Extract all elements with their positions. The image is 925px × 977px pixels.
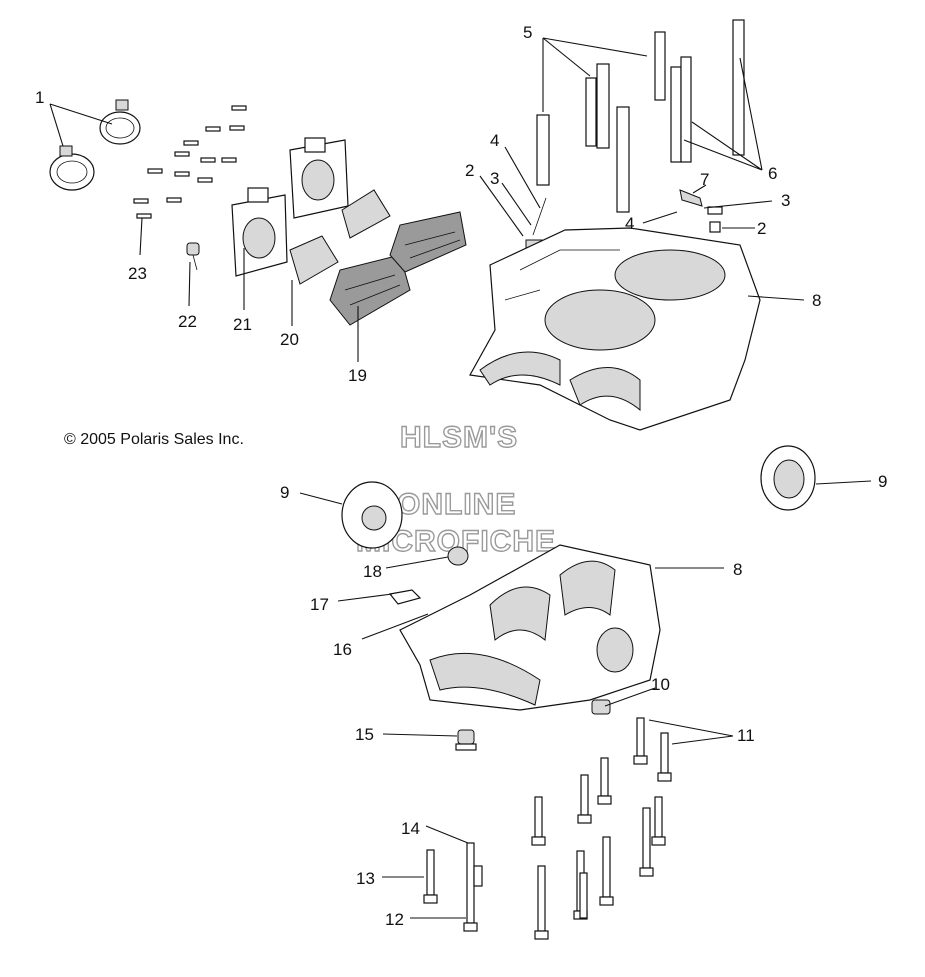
part-8-upper-crankcase (469, 227, 761, 431)
callout-3a: 3 (490, 169, 499, 188)
callout-23: 23 (128, 264, 147, 283)
part-23-bolts (133, 105, 247, 219)
part-19-reed-valves (329, 211, 467, 326)
callout-4a: 4 (490, 131, 499, 150)
watermark-line-2: ONLINE (397, 488, 516, 521)
part-22-fitting (186, 242, 200, 271)
callout-3b: 3 (781, 191, 790, 210)
part-20-boots (289, 189, 391, 285)
part-15-plug (455, 729, 477, 751)
callout-9a: 9 (280, 483, 289, 502)
part-5-6-pins (536, 19, 745, 213)
part-10-plug (591, 699, 611, 715)
part-21-intake-adapters (231, 137, 349, 277)
callout-17: 17 (310, 595, 329, 614)
callout-12: 12 (385, 910, 404, 929)
copyright-text: © 2005 Polaris Sales Inc. (64, 431, 244, 448)
part-8-lower-crankcase (399, 544, 661, 711)
callout-numbers: 1 23 22 21 20 19 5 6 4 3 2 7 3 4 2 8 9 9… (35, 23, 887, 929)
callout-7: 7 (700, 170, 709, 189)
callout-13: 13 (356, 869, 375, 888)
watermark-line-1: HLSM'S (400, 421, 518, 454)
callout-4b: 4 (625, 214, 634, 233)
callout-14: 14 (401, 819, 420, 838)
part-18-bushing (447, 546, 469, 566)
callout-8b: 8 (733, 560, 742, 579)
part-17-hose (388, 589, 422, 605)
part-11-12-13-14-bolts (423, 717, 672, 940)
callout-15: 15 (355, 725, 374, 744)
callout-22: 22 (178, 312, 197, 331)
callout-2b: 2 (757, 219, 766, 238)
callout-8a: 8 (812, 291, 821, 310)
part-1-hose-clamps (49, 99, 141, 191)
callout-21: 21 (233, 315, 252, 334)
callout-9b: 9 (878, 472, 887, 491)
part-7-screw (679, 189, 703, 207)
callout-20: 20 (280, 330, 299, 349)
callout-18: 18 (363, 562, 382, 581)
part-9-seals (341, 445, 816, 549)
callout-2a: 2 (465, 161, 474, 180)
callout-1: 1 (35, 88, 44, 107)
callout-5: 5 (523, 23, 532, 42)
callout-16: 16 (333, 640, 352, 659)
leader-lines (49, 37, 872, 919)
callout-19: 19 (348, 366, 367, 385)
callout-6: 6 (768, 164, 777, 183)
callout-10: 10 (651, 675, 670, 694)
callout-11: 11 (737, 726, 755, 745)
